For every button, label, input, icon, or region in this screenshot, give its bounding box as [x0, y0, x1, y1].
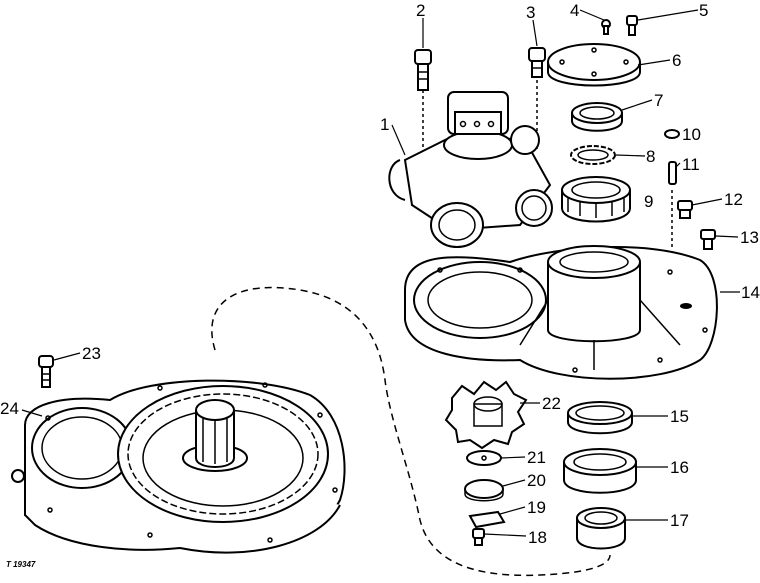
part-8-snap-ring	[570, 145, 616, 165]
callout-4: 4	[570, 1, 579, 20]
callout-17: 17	[670, 511, 689, 530]
part-22-pinion-gear	[444, 380, 528, 450]
callout-24: 24	[0, 399, 19, 418]
callout-19: 19	[527, 498, 546, 517]
part-10-nut	[664, 129, 680, 139]
figure-reference: T 19347	[6, 560, 36, 569]
part-23-screw	[38, 355, 54, 388]
callout-18: 18	[528, 528, 547, 547]
callout-20: 20	[527, 471, 546, 490]
callout-21: 21	[527, 448, 546, 467]
part-3-screw	[528, 47, 546, 78]
part-12-plug	[677, 200, 693, 219]
callout-8: 8	[646, 147, 655, 166]
callout-2: 2	[416, 1, 425, 20]
leader-lines	[21, 9, 740, 537]
part-6-cover	[547, 43, 641, 87]
callout-6: 6	[672, 51, 681, 70]
part-1-motor	[388, 91, 553, 248]
part-18-screw	[472, 528, 485, 546]
callout-5: 5	[699, 1, 708, 20]
callout-23: 23	[82, 344, 101, 363]
part-20-washer	[464, 479, 504, 502]
part-15-seal	[567, 401, 633, 435]
dashed-connector-line	[211, 286, 611, 577]
callout-1: 1	[380, 115, 389, 134]
part-24-gear-case	[11, 379, 346, 554]
part-2-screw	[414, 49, 432, 91]
part-5-screw	[626, 15, 638, 36]
part-11-dowel	[668, 161, 677, 185]
callout-16: 16	[670, 458, 689, 477]
callout-7: 7	[654, 91, 663, 110]
part-7-bearing-cup	[571, 102, 623, 132]
part-21-shim	[466, 450, 502, 466]
callout-14: 14	[741, 283, 760, 302]
callout-3: 3	[526, 3, 535, 22]
part-14-housing	[404, 245, 718, 380]
callout-15: 15	[670, 407, 689, 426]
callout-22: 22	[542, 394, 561, 413]
part-19-lock-plate	[468, 510, 506, 529]
callout-11: 11	[682, 155, 700, 174]
callout-9: 9	[644, 192, 653, 211]
callout-12: 12	[724, 190, 743, 209]
callout-10: 10	[682, 125, 701, 144]
part-13-screw	[700, 229, 716, 250]
part-4-pin	[601, 19, 611, 35]
callout-13: 13	[740, 228, 759, 247]
part-17-bearing-cone	[576, 507, 626, 550]
callout-labels: 1 2 3 4 5 6 7 8 9 10 11 12 13 14 15 16 1…	[0, 1, 760, 547]
part-16-bearing-cup	[563, 448, 637, 494]
part-9-bearing	[561, 176, 631, 223]
